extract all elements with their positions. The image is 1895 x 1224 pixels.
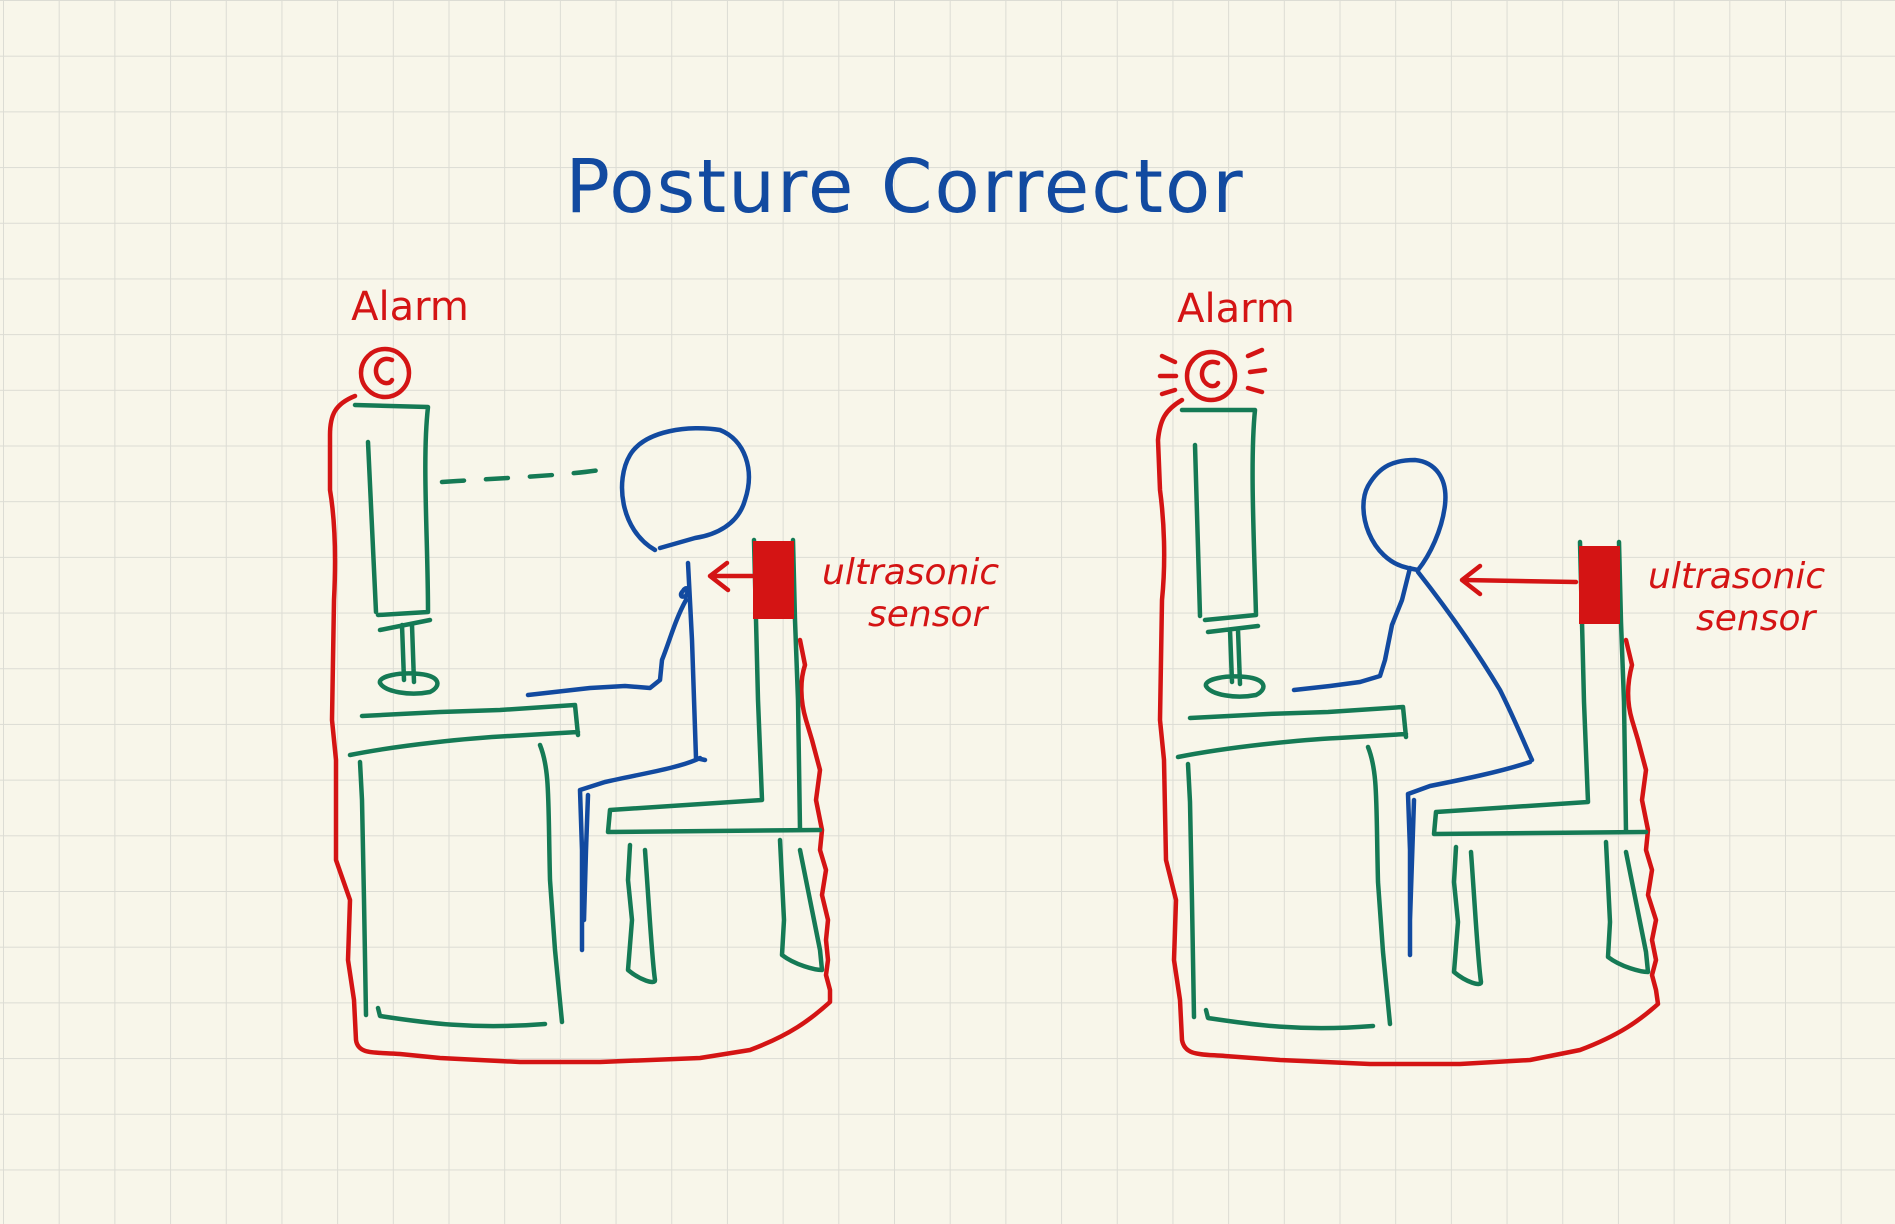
sensor-arrow-icon	[1459, 563, 1579, 597]
panel-good-posture: Alarm ultrasonic sensor	[327, 284, 999, 1065]
monitor-screen	[1179, 407, 1259, 623]
ultrasonic-sensor	[1579, 546, 1620, 624]
chair	[1431, 539, 1651, 987]
alarm-bulb-icon	[1184, 349, 1238, 403]
sensor-arrow-icon	[707, 560, 755, 593]
wiring-outline	[327, 393, 833, 1065]
desk	[347, 702, 581, 1029]
alarm-label: Alarm	[351, 284, 469, 330]
alarm-ringing-icon	[1157, 347, 1268, 397]
line-of-sight	[439, 467, 603, 485]
alarm-bulb-swirl	[1199, 359, 1221, 389]
alarm-bulb-icon	[358, 346, 412, 400]
alarm-label: Alarm	[1177, 286, 1295, 332]
alarm-bulb-swirl	[373, 356, 395, 386]
sensor-label-line2: sensor	[868, 594, 990, 635]
monitor-stand	[1203, 623, 1266, 699]
monitor-stand	[377, 617, 440, 696]
chair	[605, 537, 825, 985]
diagram-title: Posture Corrector	[565, 144, 1244, 230]
person-head	[1361, 457, 1448, 573]
person-body	[525, 560, 708, 953]
sensor-label-line2: sensor	[1696, 598, 1818, 639]
person-head	[619, 426, 751, 553]
person-body	[1291, 565, 1535, 958]
sensor-label-line1: ultrasonic	[1648, 556, 1825, 597]
desk	[1175, 704, 1409, 1031]
ultrasonic-sensor	[753, 541, 794, 619]
wiring-outline	[1155, 397, 1661, 1067]
panel-bad-posture: Alarm ultrasonic sensor	[1155, 286, 1825, 1067]
sensor-label-line1: ultrasonic	[822, 552, 999, 593]
monitor-screen	[352, 402, 431, 618]
